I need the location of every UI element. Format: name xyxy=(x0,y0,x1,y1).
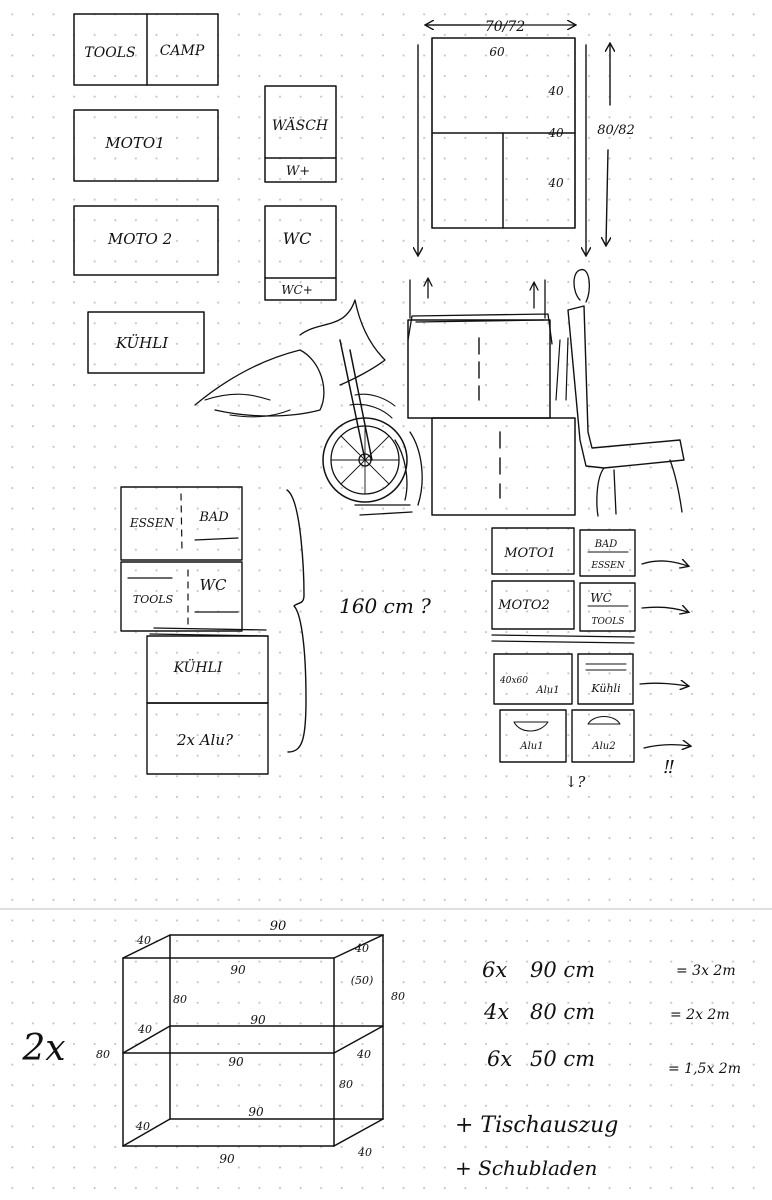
plan-height-label: 80/82 xyxy=(597,123,634,138)
stack-left-alu: 2x Alu? xyxy=(176,731,234,749)
stack-left-essen: ESSEN xyxy=(129,516,175,530)
box-kuehli: KÜHLI xyxy=(87,311,205,374)
shelf-depth-tr: 40 xyxy=(354,942,369,955)
stack-left: ESSEN BAD TOOLS WC KÜHLI 2x Alu? 160 cm … xyxy=(120,486,431,775)
plan-lower-section: 40 xyxy=(547,176,564,190)
box-tools-camp: TOOLS CAMP xyxy=(73,13,219,86)
plan-upper-section: 40 xyxy=(547,84,564,98)
material-row-1-size: 90 cm xyxy=(530,958,595,982)
stack-left-total: 160 cm ? xyxy=(339,594,431,618)
stack-right-alu-box-bottom: Alu1 xyxy=(535,685,559,696)
material-row-2-count: 4x xyxy=(483,1000,509,1024)
label-wasch-sub: W+ xyxy=(286,164,310,179)
shelf-mid-front: 90 xyxy=(228,1055,244,1069)
van-layout-sketch xyxy=(407,269,685,517)
stack-right-moto2: MOTO2 xyxy=(497,598,550,613)
material-row-3-result: = 1,5x 2m xyxy=(668,1061,741,1077)
stack-right: MOTO1 BAD ESSEN MOTO2 WC TOOLS 40x60 Alu… xyxy=(491,527,690,791)
shelf-height-inner: 80 xyxy=(173,993,187,1006)
motorcycle-sketch xyxy=(194,299,423,516)
stack-right-alu2: Alu2 xyxy=(591,741,615,752)
shelf-top-depth: 90 xyxy=(270,919,287,934)
material-extra-2: + Schubladen xyxy=(455,1156,597,1180)
shelf-depth-tr-alt: (50) xyxy=(351,974,374,987)
material-row-2-result: = 2x 2m xyxy=(670,1007,730,1023)
material-row-1-count: 6x xyxy=(482,958,507,982)
box-wc: WC WC+ xyxy=(264,205,337,301)
shelf-multiplier: 2x xyxy=(21,1028,65,1069)
shelf-depth-tl: 40 xyxy=(136,934,151,947)
plan-top-view: 70/72 60 40 40 40 80/82 xyxy=(418,19,635,255)
shelf-top-front: 90 xyxy=(230,963,246,977)
box-moto2: MOTO 2 xyxy=(73,205,219,276)
box-moto1: MOTO1 xyxy=(73,109,219,182)
label-wc-sub: WC+ xyxy=(281,283,313,297)
label-wasch: WÄSCH xyxy=(272,116,329,134)
stack-left-wc: WC xyxy=(200,576,227,594)
label-camp: CAMP xyxy=(160,43,205,59)
shelf-height-mid-right: 80 xyxy=(339,1078,353,1091)
shelf-depth-ml: 40 xyxy=(137,1023,152,1036)
material-row-2-size: 80 cm xyxy=(530,1000,595,1024)
shelf-depth-br: 40 xyxy=(357,1146,372,1159)
stack-right-down-q: ↓? xyxy=(565,773,587,791)
label-moto1: MOTO1 xyxy=(104,134,165,152)
label-moto2: MOTO 2 xyxy=(107,230,172,248)
label-wc: WC xyxy=(283,229,312,248)
material-row-3-count: 6x xyxy=(487,1047,512,1071)
material-list: 6x 90 cm = 3x 2m 4x 80 cm = 2x 2m 6x 50 … xyxy=(455,958,741,1180)
label-tools: TOOLS xyxy=(84,45,135,61)
material-row-3-size: 50 cm xyxy=(530,1047,595,1071)
stack-right-moto1: MOTO1 xyxy=(503,546,556,561)
stack-left-kuehli: KÜHLI xyxy=(173,658,223,676)
stack-right-alu1: Alu1 xyxy=(519,741,543,752)
plan-divider-mark: 40 xyxy=(547,126,564,140)
stack-right-alu-box-top: 40x60 xyxy=(499,676,528,686)
label-kuehli: KÜHLI xyxy=(115,334,169,352)
shelf-bottom-inner: 90 xyxy=(248,1105,264,1119)
shelf-height-right: 80 xyxy=(391,990,405,1003)
stack-right-marks: ‼ xyxy=(664,757,674,778)
shelf-top-inner: 90 xyxy=(250,1013,266,1027)
shelf-height-left: 80 xyxy=(96,1048,110,1061)
shelf-3d-sketch: 2x 90 90 90 90 90 90 40 40 40 40 (50) 40… xyxy=(21,919,405,1166)
stack-right-wc: WC xyxy=(590,591,612,605)
stack-left-bad: BAD xyxy=(198,510,229,525)
stack-left-tools: TOOLS xyxy=(133,593,174,606)
stack-right-essen: ESSEN xyxy=(590,561,625,571)
stack-right-bad: BAD xyxy=(594,539,618,550)
shelf-depth-bl: 40 xyxy=(135,1120,150,1133)
material-row-1-result: = 3x 2m xyxy=(676,963,736,979)
material-extra-1: + Tischauszug xyxy=(455,1113,618,1138)
plan-inner-width: 60 xyxy=(489,45,505,59)
shelf-bottom-front: 90 xyxy=(219,1152,235,1166)
stack-right-kuehli: Kühli xyxy=(590,682,620,695)
shelf-depth-mr: 40 xyxy=(356,1048,371,1061)
stack-right-tools: TOOLS xyxy=(592,617,625,627)
plan-width-label: 70/72 xyxy=(485,19,525,35)
box-wasch: WÄSCH W+ xyxy=(264,85,337,183)
